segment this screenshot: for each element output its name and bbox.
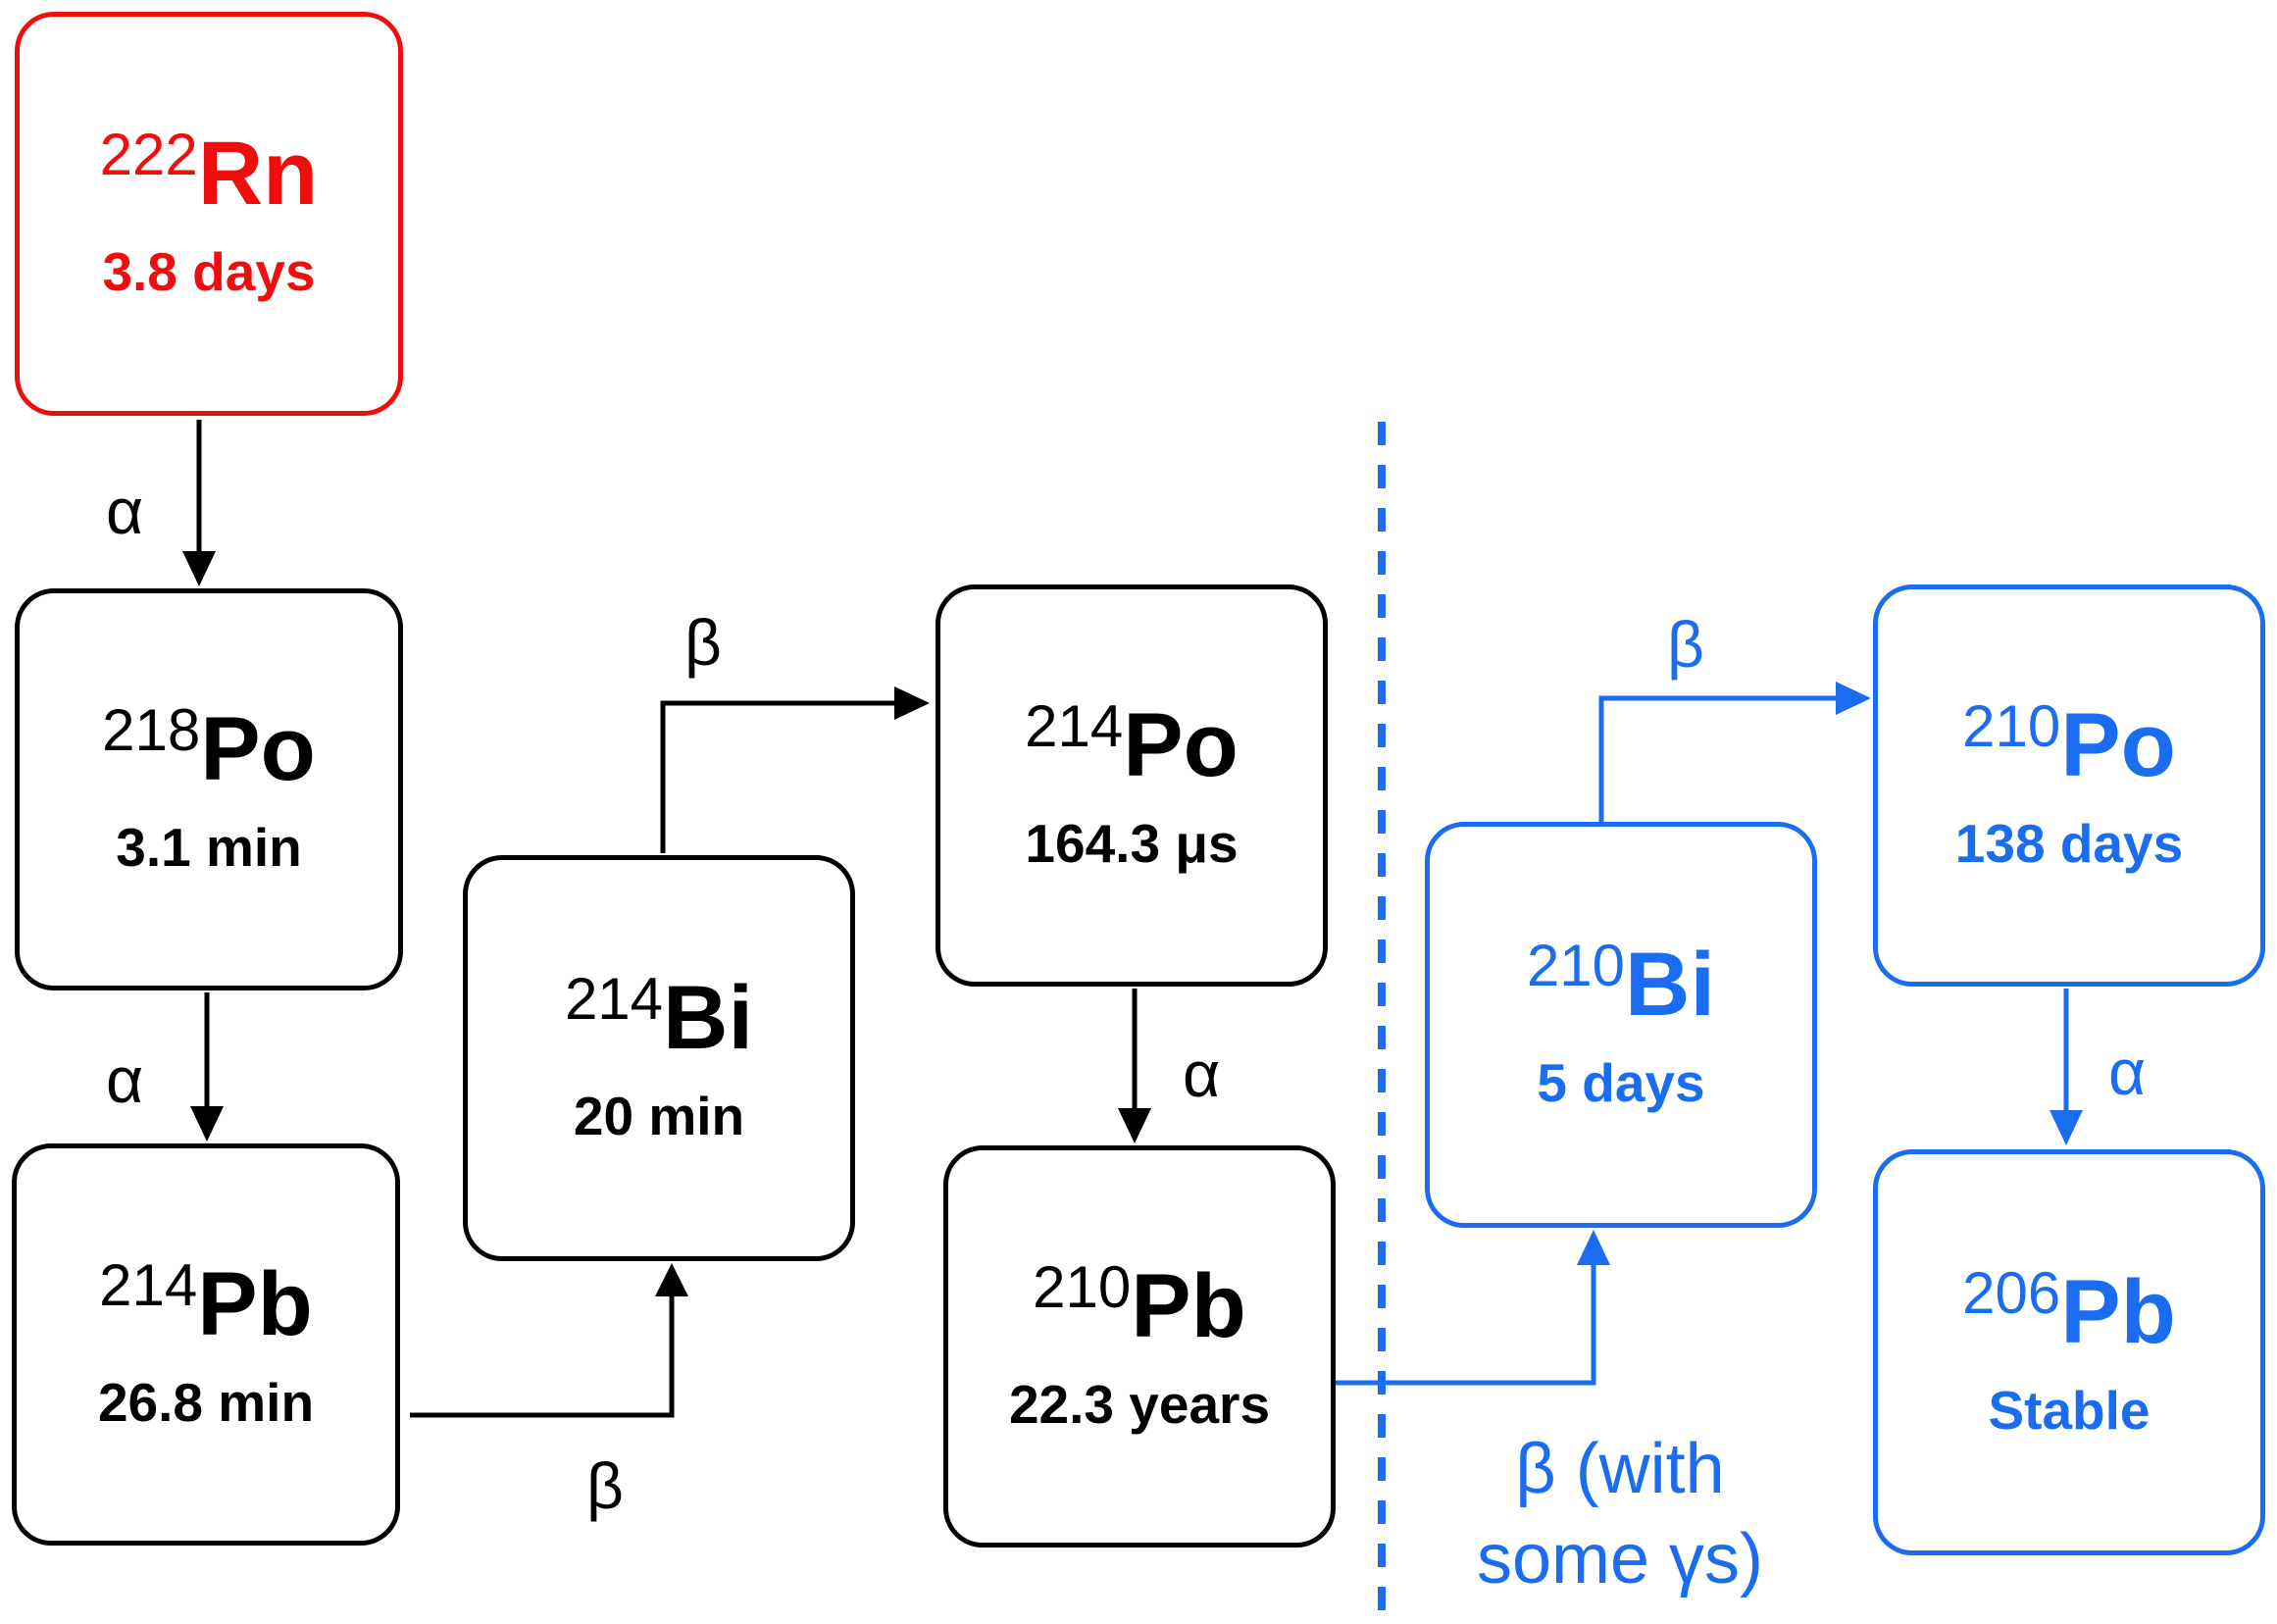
decay-label-line-2: some γs) [1476, 1520, 1764, 1599]
element-symbol: Po [200, 698, 316, 799]
arrow-po210-to-pb206 [2049, 989, 2083, 1145]
mass-number: 214 [1025, 692, 1124, 759]
element-symbol: Pb [1131, 1255, 1246, 1356]
node-polonium-214: 214Po 164.3 μs [936, 584, 1328, 987]
decay-label-alpha-po210: α [2108, 1036, 2147, 1108]
half-life: 20 min [573, 1085, 745, 1146]
element-symbol: Bi [663, 967, 754, 1068]
node-lead-206: 206Pb Stable [1873, 1149, 2265, 1555]
arrow-po214-to-pb210 [1118, 989, 1151, 1143]
half-life: 3.1 min [116, 816, 302, 878]
half-life: 26.8 min [97, 1371, 315, 1433]
node-bismuth-214: 214Bi 20 min [463, 855, 855, 1261]
node-polonium-218: 218Po 3.1 min [15, 588, 403, 990]
node-bismuth-210: 210Bi 5 days [1425, 822, 1817, 1228]
nuclide-label: 222Rn [100, 125, 319, 219]
element-symbol: Po [2060, 694, 2176, 795]
mass-number: 206 [1962, 1259, 2061, 1326]
decay-label-alpha-rn222: α [106, 475, 144, 547]
element-symbol: Pb [197, 1253, 313, 1354]
nuclide-label: 214Bi [565, 969, 753, 1063]
mass-number: 214 [564, 965, 664, 1032]
element-symbol: Bi [1625, 934, 1716, 1035]
nuclide-label: 214Po [1025, 696, 1239, 790]
half-life: Stable [1988, 1379, 2150, 1441]
decay-label-beta-pb214: β [586, 1449, 624, 1522]
half-life: 5 days [1537, 1051, 1705, 1113]
arrow-pb210-to-bi210 [1334, 1230, 1610, 1386]
half-life: 138 days [1954, 812, 2184, 874]
mass-number: 222 [99, 121, 198, 187]
decay-label-alpha-po218: α [106, 1043, 144, 1116]
half-life: 22.3 years [1008, 1373, 1271, 1435]
arrow-bi210-to-po210 [1598, 682, 1871, 822]
mass-number: 218 [102, 696, 201, 763]
node-lead-214: 214Pb 26.8 min [12, 1143, 400, 1546]
decay-label-alpha-po214: α [1183, 1038, 1221, 1110]
node-radon-222: 222Rn 3.8 days [15, 12, 403, 416]
decay-label-beta-bi214: β [684, 606, 722, 679]
arrow-bi214-to-po214 [660, 686, 930, 853]
mass-number: 214 [99, 1251, 198, 1318]
decay-label-beta-with-gammas: β (with some γs) [1451, 1424, 1789, 1604]
decay-label-beta-bi210: β [1667, 608, 1704, 681]
nuclide-label: 214Pb [99, 1255, 313, 1349]
nuclide-label: 210Bi [1527, 936, 1715, 1030]
element-symbol: Rn [197, 123, 319, 224]
arrow-pb214-to-bi214 [410, 1263, 688, 1418]
element-symbol: Po [1123, 694, 1239, 795]
nuclide-label: 206Pb [1962, 1263, 2176, 1357]
arrow-po218-to-pb214 [190, 992, 224, 1142]
node-polonium-210: 210Po 138 days [1873, 584, 2265, 987]
arrow-rn222-to-po218 [182, 420, 216, 586]
half-life: 164.3 μs [1025, 812, 1239, 874]
half-life: 3.8 days [102, 240, 316, 302]
mass-number: 210 [1962, 692, 2061, 759]
decay-label-line-1: β (with [1515, 1430, 1725, 1508]
nuclide-label: 210Po [1962, 696, 2176, 790]
mass-number: 210 [1033, 1253, 1132, 1320]
nuclide-label: 218Po [102, 700, 316, 794]
mass-number: 210 [1526, 932, 1626, 998]
nuclide-label: 210Pb [1033, 1257, 1246, 1351]
element-symbol: Pb [2060, 1261, 2176, 1362]
node-lead-210: 210Pb 22.3 years [943, 1145, 1336, 1548]
